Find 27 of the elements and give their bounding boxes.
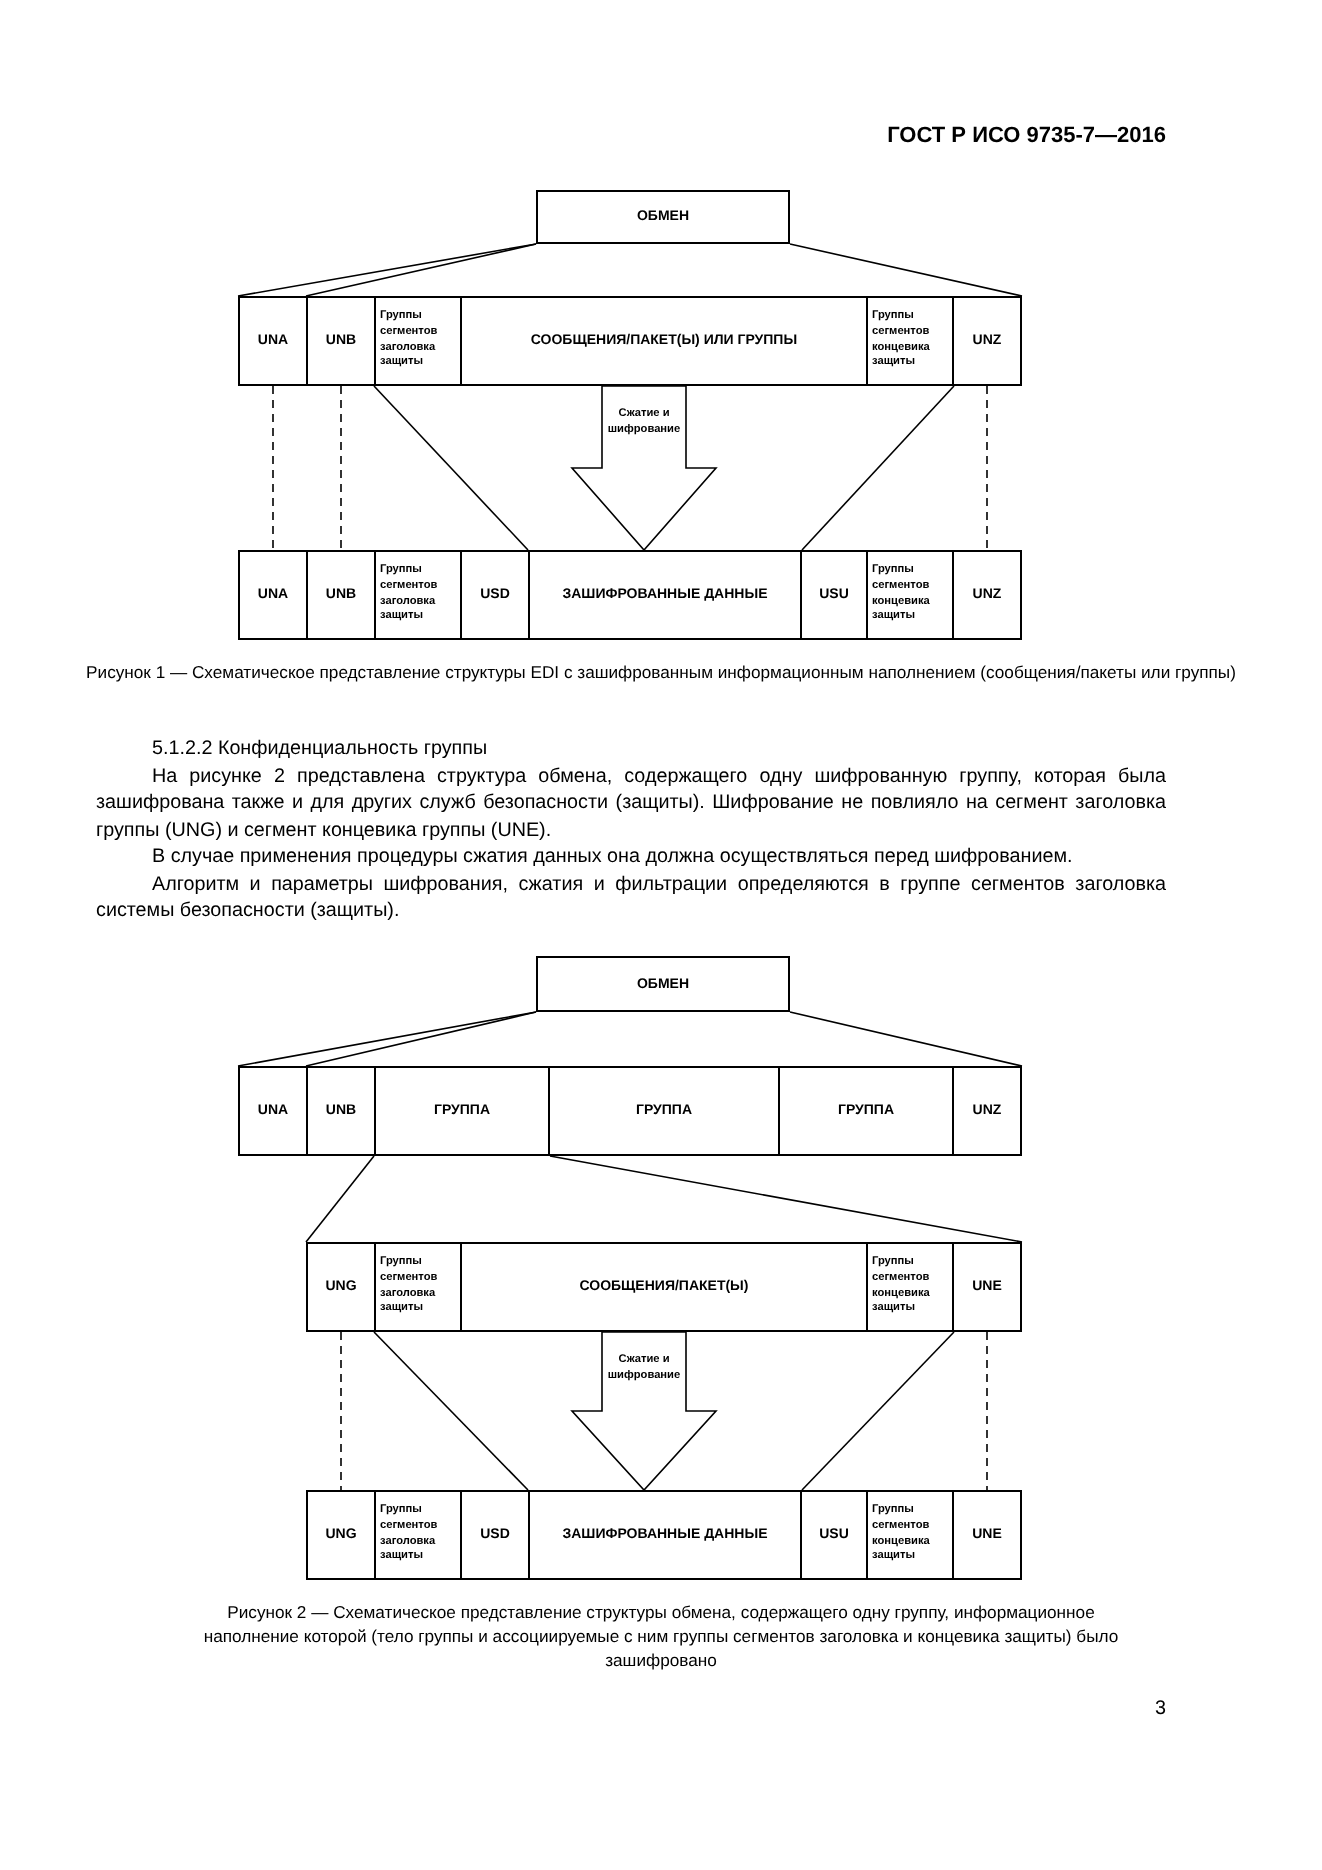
figure-caption: Рисунок 1 — Схематическое представление структуры EDI с зашифрованным информационным наполнением (сообщения/пакеты или группы) (84, 660, 1238, 684)
connector-line (549, 1155, 1023, 1243)
block-arrow (570, 1331, 718, 1492)
connector-line (801, 1331, 955, 1491)
figure-caption: Рисунок 2 — Схематическое представление структуры обмена, содержащего одну группу, информационное наполнение которой (тело группы и ассоциируемые с ним группы сегментов заголовка и концевика защиты) было зашифровано (201, 1600, 1121, 1672)
connector-line (789, 1011, 1023, 1067)
connector-line (305, 1011, 537, 1067)
section-heading: 5.1.2.2 Конфиденциальность группы (150, 736, 490, 763)
paragraph: Алгоритм и параметры шифрования, сжатия и фильтрации определяются в группе сегментов заголовка системы безопасности (защиты). (96, 872, 1166, 926)
dashed-connector (986, 1331, 988, 1491)
dashed-connector (340, 385, 342, 551)
connector-line (237, 243, 537, 297)
connector-line (237, 1011, 537, 1067)
connector-line (305, 243, 537, 297)
connector-line (373, 385, 529, 551)
connector-line (801, 385, 955, 551)
dashed-connector (272, 385, 274, 551)
page-header: ГОСТ Р ИСО 9735-7—2016 (885, 124, 1166, 151)
connector-line (373, 1331, 529, 1491)
connector-line (305, 1155, 375, 1243)
paragraph: В случае применения процедуры сжатия данных она должна осуществляться перед шифрованием. (150, 844, 1075, 871)
page-number: 3 (1153, 1696, 1166, 1723)
paragraph: На рисунке 2 представлена структура обмена, содержащего одну шифрованную группу, которая была зашифрована также и для других служб безопасности (защиты). Шифрование не повлияло на сегмент заголовка группы (UNG) и сегмент концевика группы (UNE). (96, 764, 1166, 844)
dashed-connector (986, 385, 988, 551)
connector-line (789, 243, 1023, 297)
dashed-connector (340, 1331, 342, 1491)
block-arrow (570, 385, 718, 552)
